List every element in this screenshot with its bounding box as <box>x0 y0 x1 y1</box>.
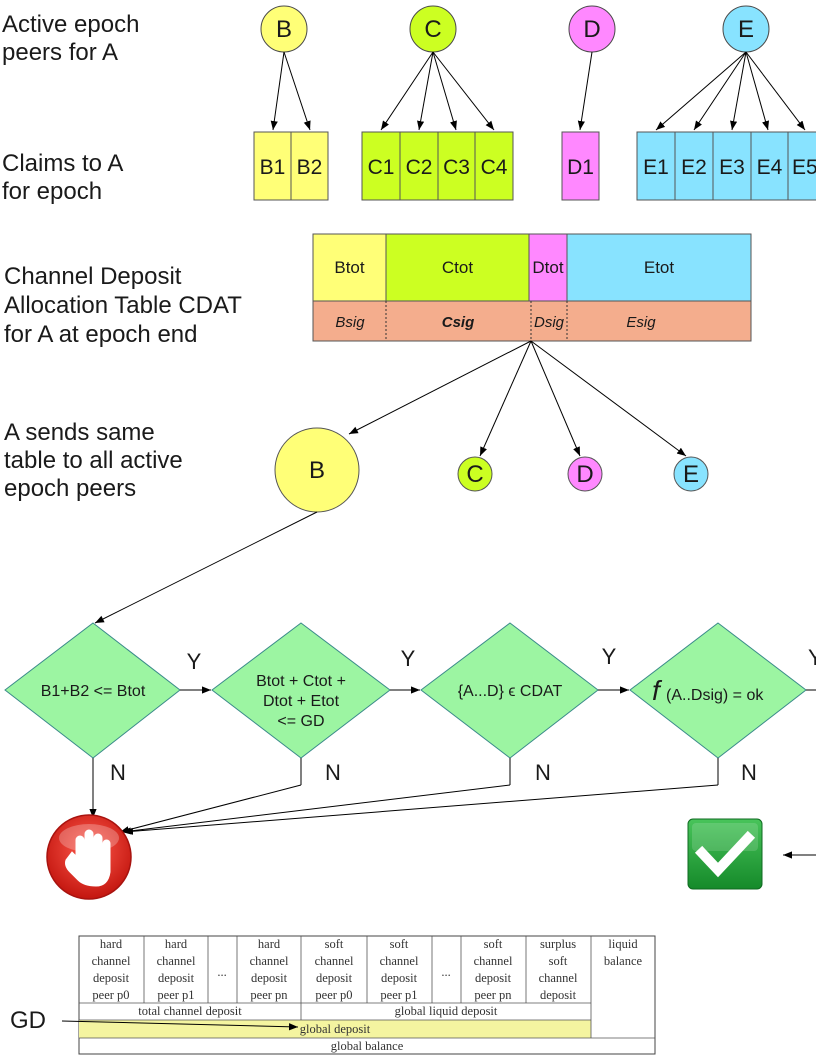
yes-label: Y <box>808 645 816 670</box>
label-cdat: Channel Deposit Allocation Table CDAT fo… <box>4 263 242 348</box>
claim-label: C3 <box>443 156 470 179</box>
claim-label: E2 <box>681 156 707 179</box>
receiver-label: D <box>576 461 593 488</box>
cdat-total: Etot <box>644 258 675 277</box>
label-line: peers for A <box>2 39 118 66</box>
peer-label: D <box>583 16 600 43</box>
check-text: {A...D} ϵ CDAT <box>458 683 563 700</box>
label-line: Channel Deposit <box>4 263 182 290</box>
cdat-sig: Esig <box>626 314 656 331</box>
no-label: N <box>110 760 126 785</box>
yes-label: Y <box>602 644 617 669</box>
check-diamond-3: {A...D} ϵ CDAT <box>420 622 599 759</box>
claim-label: C2 <box>406 156 433 179</box>
label-line: A sends same <box>4 419 155 446</box>
claims-c: C1 C2 C3 C4 <box>361 131 514 201</box>
receiver-c: C <box>457 456 493 492</box>
claims-b: B1 B2 <box>253 131 329 201</box>
gd-label: GD <box>10 1007 46 1034</box>
claim-label: E1 <box>643 156 669 179</box>
label-line: Allocation Table CDAT <box>4 292 242 319</box>
claim-label: E4 <box>757 156 783 179</box>
yes-label: Y <box>187 649 202 674</box>
receiver-to-check-arrow <box>94 511 318 624</box>
check-text: B1+B2 <= Btot <box>41 683 146 700</box>
label-line: Claims to A <box>2 150 123 177</box>
claim-label: B2 <box>297 156 323 179</box>
label-line: for epoch <box>2 178 102 205</box>
yes-label: Y <box>401 646 416 671</box>
peer-label: E <box>738 16 754 43</box>
receiver-label: C <box>466 461 483 488</box>
check-diamond-1: B1+B2 <= Btot <box>4 622 181 759</box>
peer-node-e: E <box>722 5 770 53</box>
global-liquid-label: global liquid deposit <box>395 1004 498 1018</box>
cdat-sig: Dsig <box>534 314 565 331</box>
check-diamond-2: Btot + Ctot + Dtot + Etot <= GD <box>211 622 391 759</box>
receiver-label: E <box>683 461 699 488</box>
total-channel-label: total channel deposit <box>138 1004 242 1018</box>
label-line: Active epoch <box>2 11 139 38</box>
label-active-peers: Active epoch peers for A <box>2 11 139 66</box>
check-text: Dtot + Etot <box>263 693 340 710</box>
peer-node-c: C <box>409 5 457 53</box>
claim-label: C1 <box>368 156 395 179</box>
cdat-sig: Csig <box>442 314 475 331</box>
receiver-d: D <box>567 456 603 492</box>
label-claims: Claims to A for epoch <box>2 150 123 205</box>
no-arrows <box>89 758 816 859</box>
peer-claim-arrows <box>270 51 806 131</box>
peer-label: B <box>276 16 292 43</box>
broadcast-arrows <box>348 340 687 457</box>
claim-label: E5 <box>792 156 816 179</box>
peer-node-b: B <box>260 5 308 53</box>
claims-d: D1 <box>561 131 600 201</box>
cdat-total: Dtot <box>532 258 563 277</box>
check-text: <= GD <box>277 713 324 730</box>
check-diamond-4: f (A..Dsig) = ok <box>629 622 807 759</box>
receiver-b: B <box>274 427 360 513</box>
global-deposit-label: global deposit <box>300 1022 371 1036</box>
peer-label: C <box>424 16 441 43</box>
cdat-total: Btot <box>334 258 365 277</box>
claim-label: E3 <box>719 156 745 179</box>
claim-label: B1 <box>260 156 286 179</box>
label-line: for A at epoch end <box>4 321 198 348</box>
gd-arrow <box>61 1020 299 1031</box>
cdat-total: Ctot <box>442 258 473 277</box>
peer-node-d: D <box>568 5 616 53</box>
receiver-e: E <box>673 456 709 492</box>
receiver-label: B <box>309 457 325 484</box>
no-label: N <box>535 760 551 785</box>
cdat-sig: Bsig <box>335 314 365 331</box>
cdat-table: Btot Ctot Dtot Etot Bsig Csig Dsig Esig <box>312 233 752 342</box>
balance-column-header: ... <box>441 965 450 979</box>
global-balance-label: global balance <box>331 1039 404 1053</box>
check-text: Btot + Ctot + <box>256 673 346 690</box>
label-line: table to all active <box>4 447 183 474</box>
no-label: N <box>325 760 341 785</box>
no-label: N <box>741 760 757 785</box>
stop-hand-icon <box>46 814 132 900</box>
claim-label: C4 <box>481 156 508 179</box>
check-func: f <box>652 675 663 706</box>
claims-e: E1 E2 E3 E4 E5 <box>636 131 816 201</box>
label-sends: A sends same table to all active epoch p… <box>4 419 183 502</box>
label-line: epoch peers <box>4 475 136 502</box>
check-text: (A..Dsig) = ok <box>666 687 764 704</box>
check-ok-icon <box>687 818 763 890</box>
claim-label: D1 <box>567 156 594 179</box>
balance-column-header: ... <box>217 965 226 979</box>
